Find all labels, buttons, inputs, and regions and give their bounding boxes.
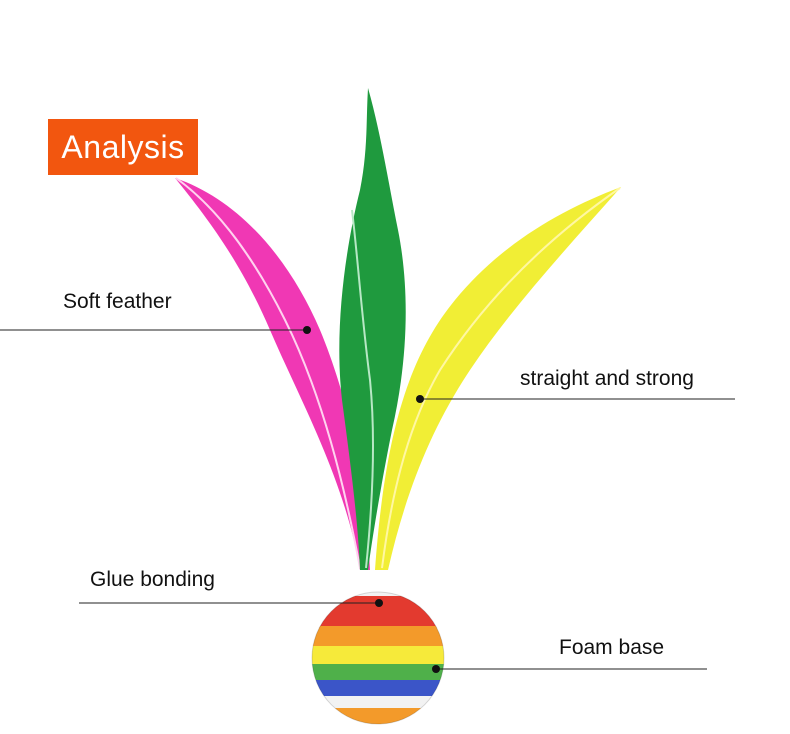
yellow-feather — [375, 187, 621, 570]
pink-feather — [175, 177, 370, 570]
foam-base-label: Foam base — [559, 636, 665, 659]
callout-soft-feather — [0, 326, 311, 334]
analysis-badge: Analysis — [48, 119, 198, 175]
foam-ball — [311, 591, 445, 725]
straight-strong-label: straight and strong — [520, 367, 694, 390]
soft-feather-label: Soft feather — [63, 290, 172, 313]
callout-foam-base — [432, 665, 707, 673]
callout-glue-bonding — [79, 599, 383, 607]
green-feather — [339, 88, 406, 570]
glue-bonding-label: Glue bonding — [90, 568, 215, 591]
callout-straight-strong — [416, 395, 735, 403]
